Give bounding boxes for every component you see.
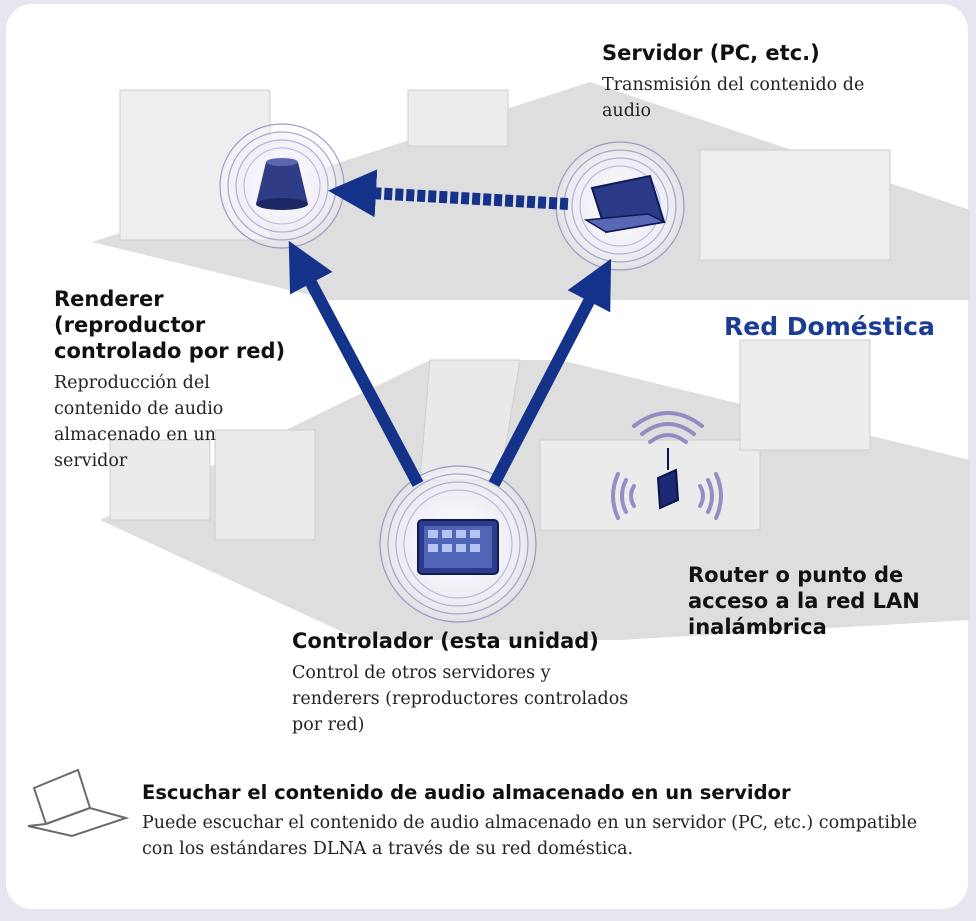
network-label: Red Doméstica (724, 312, 935, 341)
renderer-desc-line-3: almacenado en un (54, 425, 216, 445)
server-desc-line-2: audio (602, 101, 652, 121)
server-title: Servidor (PC, etc.) (602, 41, 820, 65)
footer-title: Escuchar el contenido de audio almacenad… (142, 781, 791, 804)
sofa (214, 429, 316, 541)
arrow-server-to-renderer (328, 169, 569, 218)
speaker-icon (256, 158, 308, 210)
tv-stand (739, 339, 871, 451)
router-label: Router o punto de acceso a la red LAN in… (688, 562, 968, 640)
renderer-desc-line-4: servidor (54, 451, 128, 471)
couch (539, 439, 761, 531)
renderer-desc-line-1: Reproducción del (54, 373, 210, 393)
laptop-icon (583, 174, 667, 234)
controller-title: Controlador (esta unidad) (292, 629, 599, 653)
router-title-line-2: acceso a la red LAN (688, 589, 920, 613)
wifi-router-icon (611, 411, 723, 520)
server-label: Servidor (PC, etc.) Transmisión del cont… (602, 40, 942, 124)
footer-note: Escuchar el contenido de audio almacenad… (142, 780, 962, 862)
controller-desc-line-3: por red) (292, 715, 365, 735)
bed (699, 149, 891, 261)
controller-label: Controlador (esta unidad) Control de otr… (292, 628, 712, 738)
laptop-outline-icon (27, 768, 130, 838)
lower-floor (100, 339, 970, 640)
arrow-controller-to-renderer (288, 240, 424, 487)
arrow-controller-to-server (488, 258, 612, 487)
sideboard (109, 439, 211, 521)
arrows (288, 169, 612, 487)
renderer-desc-line-2: contenido de audio (54, 399, 224, 419)
router-title-line-1: Router o punto de (688, 563, 904, 587)
renderer-title-line-2: (reproductor (54, 313, 206, 337)
renderer-title-line-1: Renderer (54, 287, 164, 311)
cabinet (407, 89, 509, 147)
renderer-title-line-3: controlado por red) (54, 339, 286, 363)
controller-desc-line-2: renderers (reproductores controlados (292, 689, 629, 709)
tablet-icon (417, 519, 499, 575)
footer-desc-line-2: con los estándares DLNA a través de su r… (142, 839, 634, 859)
controller-desc-line-1: Control de otros servidores y (292, 663, 551, 683)
renderer-label: Renderer (reproductor controlado por red… (54, 286, 314, 474)
footer-desc-line-1: Puede escuchar el contenido de audio alm… (142, 813, 918, 833)
server-desc-line-1: Transmisión del contenido de (602, 75, 865, 95)
router-title-line-3: inalámbrica (688, 615, 827, 639)
